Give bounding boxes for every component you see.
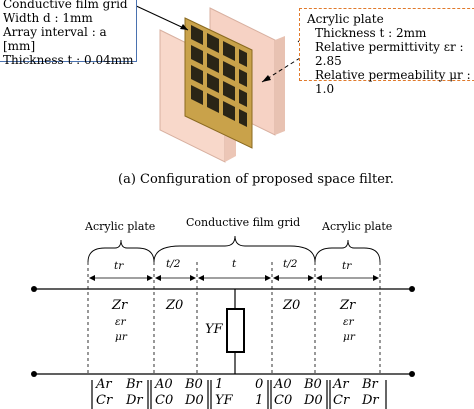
matrix-5-d: Dr xyxy=(362,393,379,408)
matrix-1-a: Ar xyxy=(96,377,112,392)
grid-spec-title: Conductive film grid xyxy=(3,0,128,11)
z0-left: Z0 xyxy=(166,298,184,313)
dim-half-t-right: t/2 xyxy=(283,258,298,270)
dim-tr-left: tr xyxy=(114,260,124,272)
brace-acrylic-left xyxy=(87,239,155,263)
matrix-4-a: A0 xyxy=(274,377,292,392)
matrix-4-c: C0 xyxy=(274,393,293,408)
mr-right: μr xyxy=(343,331,355,343)
matrix-2-b: B0 xyxy=(185,377,203,392)
acrylic-spec-title: Acrylic plate xyxy=(307,12,384,26)
admittance-yf xyxy=(226,308,245,353)
matrix-1-b: Br xyxy=(126,377,142,392)
matrix-2-c: C0 xyxy=(155,393,174,408)
matrix-5-b: Br xyxy=(362,377,378,392)
acrylic-spec-permeability: Relative permeability μr : 1.0 xyxy=(315,68,471,96)
matrix-5-a: Ar xyxy=(333,377,349,392)
matrix-1-d: Dr xyxy=(126,393,143,408)
brace-grid xyxy=(153,235,316,263)
matrix-4-d: D0 xyxy=(304,393,323,408)
zr-right: Zr xyxy=(340,298,356,313)
acrylic-spec-thickness: Thickness t : 2mm xyxy=(315,26,427,40)
acrylic-spec-box: Acrylic plate Thickness t : 2mm Relative… xyxy=(299,8,474,96)
matrix-2-d: D0 xyxy=(185,393,204,408)
caption-a: (a) Configuration of proposed space filt… xyxy=(118,172,394,187)
matrix-3-b: 0 xyxy=(255,377,264,392)
label-acrylic-right: Acrylic plate xyxy=(322,220,393,233)
matrix-3-c: YF xyxy=(215,393,233,408)
yf-label: YF xyxy=(205,322,223,337)
grid-spec-interval: Array interval : a [mm] xyxy=(3,25,107,53)
grid-spec-width: Width d : 1mm xyxy=(3,11,93,25)
dim-tr-right: tr xyxy=(342,260,352,272)
mr-left: μr xyxy=(115,331,127,343)
matrix-2-a: A0 xyxy=(155,377,173,392)
matrix-3-a: 1 xyxy=(215,377,224,392)
er-right: εr xyxy=(343,316,354,328)
matrix-5-c: Cr xyxy=(333,393,350,408)
dim-t: t xyxy=(232,258,237,270)
label-conductive-grid: Conductive film grid xyxy=(186,216,301,229)
grid-leader-arrow xyxy=(131,3,189,31)
conductive-film-grid xyxy=(184,17,253,149)
grid-spec-box: Conductive film grid Width d : 1mm Array… xyxy=(0,0,137,67)
brace-acrylic-right xyxy=(314,239,381,263)
label-acrylic-left: Acrylic plate xyxy=(85,220,156,233)
matrix-4-b: B0 xyxy=(304,377,322,392)
acrylic-spec-permittivity: Relative permittivity εr : 2.85 xyxy=(315,40,464,68)
matrix-3-d: 1 xyxy=(255,393,264,408)
dim-half-t-left: t/2 xyxy=(166,258,181,270)
zr-left: Zr xyxy=(112,298,128,313)
grid-spec-thickness: Thickness t : 0.04mm xyxy=(3,53,134,67)
z0-right: Z0 xyxy=(283,298,301,313)
matrix-1-c: Cr xyxy=(96,393,113,408)
er-left: εr xyxy=(115,316,126,328)
